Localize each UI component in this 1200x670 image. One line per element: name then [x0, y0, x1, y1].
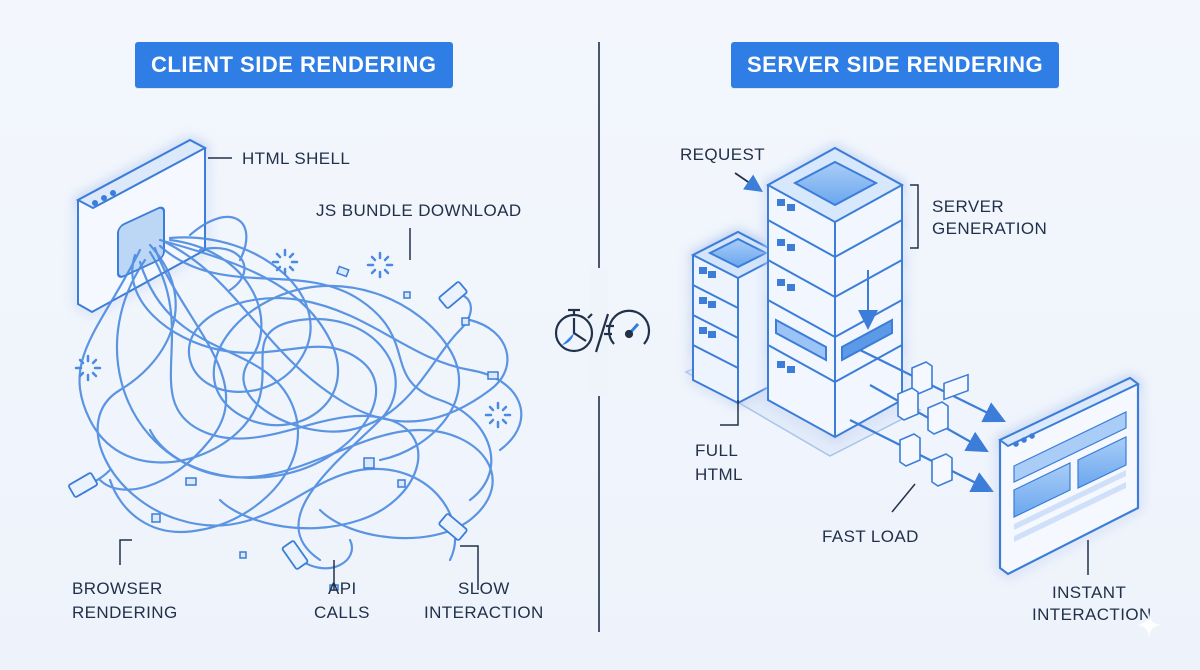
- label-instant-interaction-line2: INTERACTION: [1032, 605, 1152, 624]
- label-fast-load: FAST LOAD: [822, 527, 919, 546]
- ssr-title-badge: SERVER SIDE RENDERING: [731, 42, 1060, 88]
- tangled-cables: [78, 215, 523, 570]
- label-slow-interaction-line1: SLOW: [458, 579, 510, 598]
- label-server-generation-line1: SERVER: [932, 197, 1005, 216]
- label-api-calls-line2: CALLS: [314, 603, 370, 622]
- label-api-calls-line1: API: [328, 579, 357, 598]
- sparkle-icon: [1136, 612, 1162, 638]
- label-server-generation-line2: GENERATION: [932, 219, 1048, 238]
- server-generation-bracket: [910, 184, 919, 249]
- versus-slash: [594, 313, 610, 353]
- ssr-leaders: [720, 400, 1089, 575]
- label-full-html-line2: HTML: [695, 465, 743, 484]
- label-full-html-line1: FULL: [695, 441, 739, 460]
- label-instant-interaction-line1: INSTANT: [1052, 583, 1127, 602]
- speedometer-icon: [604, 309, 651, 345]
- csr-leaders: [119, 539, 479, 590]
- request-arrow: [734, 172, 763, 193]
- label-browser-rendering-line2: RENDERING: [72, 603, 178, 622]
- server-stack-back: [690, 230, 785, 405]
- csr-title-badge: CLIENT SIDE RENDERING: [135, 42, 453, 88]
- code-fragments: [151, 265, 499, 591]
- ssr-browser-window: [998, 376, 1140, 576]
- label-browser-rendering-line1: BROWSER: [72, 579, 163, 598]
- label-slow-interaction-line2: INTERACTION: [424, 603, 544, 622]
- divider-gap: [590, 268, 608, 396]
- label-request: REQUEST: [680, 145, 765, 164]
- mail-icon: [943, 373, 969, 401]
- loading-spinner-icon: [74, 248, 512, 429]
- document-icon: [897, 361, 953, 487]
- server-stack-front: [765, 146, 905, 439]
- label-html-shell: HTML SHELL: [242, 149, 351, 168]
- csr-browser-window: [75, 138, 208, 314]
- cable-connectors: [68, 281, 468, 570]
- label-js-bundle-download: JS BUNDLE DOWNLOAD: [316, 201, 522, 220]
- stopwatch-icon: [554, 308, 594, 353]
